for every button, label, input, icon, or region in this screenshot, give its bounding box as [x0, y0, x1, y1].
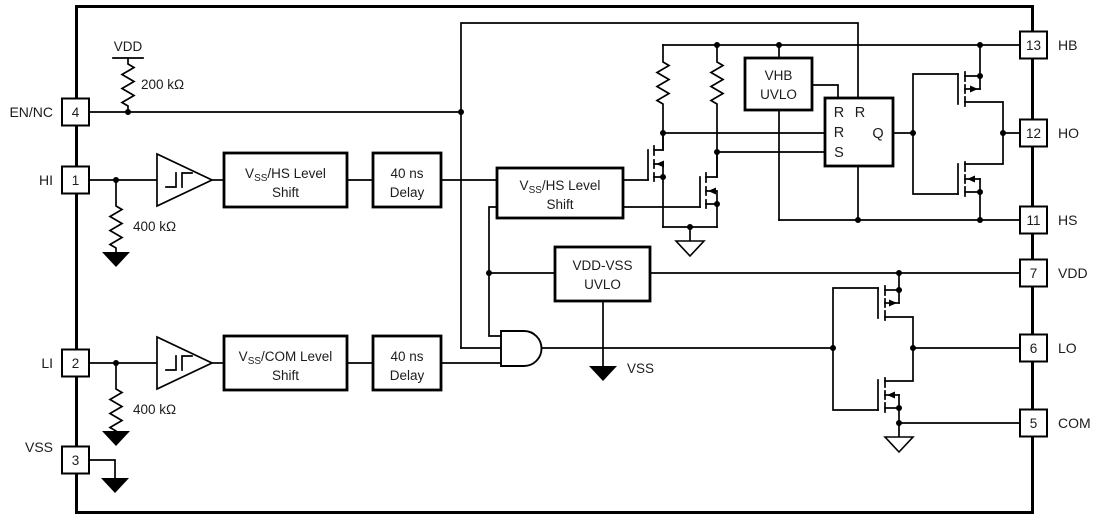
latch-r-input-label: R [834, 125, 844, 141]
pin-label: HS [1058, 212, 1077, 228]
pin-11-hs: 11 HS [1019, 205, 1077, 235]
block-label-sub: SS [248, 356, 262, 367]
block-hs-level-shift-boot: VSS/HS Level Shift [495, 166, 625, 220]
pin-5-com: 5 COM [1019, 408, 1091, 438]
block-label: Delay [390, 368, 425, 383]
pin-2-li: 2 LI [41, 348, 90, 378]
nmos-body-arrow-icon [656, 160, 664, 168]
com-return-symbol [883, 436, 915, 454]
block-label: /HS Level [267, 166, 326, 181]
block-label: Shift [546, 197, 573, 212]
svg-text:VSS/COM Level: VSS/COM Level [239, 349, 333, 367]
hi-pulldown-resistor-value: 400 kΩ [133, 219, 176, 234]
junction-dots [113, 42, 1006, 426]
lo-pmos [877, 272, 914, 349]
lo-driver-stage [877, 272, 915, 454]
vss-arrow-li-icon [102, 431, 130, 446]
li-pulldown-resistor-value: 400 kΩ [133, 402, 176, 417]
pin-label: VDD [1058, 265, 1088, 281]
block-hs-level-shift-input: VSS/HS Level Shift [222, 151, 349, 209]
svg-text:VSS/HS Level: VSS/HS Level [520, 178, 601, 196]
block-delay-li: 40 ns Delay [371, 334, 443, 392]
block-label: Shift [272, 368, 299, 383]
pin-number: 11 [1026, 213, 1040, 228]
block-label-sub: SS [254, 173, 268, 184]
ho-pmos [957, 44, 1004, 134]
pin-number: 5 [1030, 416, 1038, 431]
vdd-supply-label: VDD [114, 39, 143, 54]
pmos-body-arrow-icon [889, 299, 897, 307]
pin-13-hb: 13 HB [1019, 30, 1077, 60]
block-com-level-shift: VSS/COM Level Shift [222, 334, 349, 392]
nmos-body-arrow-icon [967, 175, 975, 183]
block-label: UVLO [760, 87, 797, 102]
vss-arrow-pin3-icon [101, 478, 129, 493]
hs-shift-nmos-pair [622, 132, 718, 258]
pin-6-lo: 6 LO [1019, 333, 1077, 363]
block-label: Delay [390, 185, 425, 200]
pin-number: 12 [1026, 126, 1041, 141]
pin-label: COM [1058, 415, 1091, 431]
pin-label: EN/NC [9, 104, 53, 120]
schmitt-trigger-hi [156, 152, 214, 208]
svg-text:VSS/HS Level: VSS/HS Level [245, 166, 326, 184]
hysteresis-icon [165, 355, 193, 371]
nmos-body-arrow-icon [708, 187, 716, 195]
pin-number: 13 [1026, 38, 1041, 53]
nmos-set-transistor [622, 132, 664, 228]
ho-nmos [957, 132, 1004, 221]
hysteresis-icon [165, 172, 193, 188]
pin-number: 2 [72, 356, 80, 371]
block-label: UVLO [584, 277, 621, 292]
pin-3-vss: 3 VSS [25, 439, 90, 475]
pin-label: VSS [25, 439, 53, 455]
pin-label: HB [1058, 37, 1077, 53]
pin-number: 7 [1030, 266, 1038, 281]
latch-r-input-label: R [855, 105, 865, 121]
latch-s-input-label: S [834, 145, 844, 161]
vss-arrow-uvlo-icon [589, 366, 617, 381]
block-label: 40 ns [390, 349, 423, 364]
block-label: Shift [272, 185, 299, 200]
pmos-body-arrow-icon [970, 85, 978, 93]
block-label: /COM Level [261, 349, 332, 364]
nmos-body-arrow-icon [887, 391, 895, 399]
pin-12-ho: 12 HO [1019, 118, 1079, 148]
latch-q-output-label: Q [872, 126, 883, 142]
block-label: V [520, 178, 529, 193]
pin-number: 3 [72, 453, 80, 468]
latch-r-input-label: R [834, 105, 844, 121]
ho-driver-stage [957, 44, 1004, 221]
pin-label: HI [39, 172, 53, 188]
pin-4-en-nc: 4 EN/NC [9, 97, 90, 127]
block-label: VDD-VSS [572, 258, 632, 273]
nmos-reset-transistor [622, 151, 718, 228]
hs-return-symbol [674, 240, 706, 258]
block-label: VHB [765, 68, 793, 83]
pin-number: 1 [72, 173, 80, 188]
pin-1-hi: 1 HI [39, 165, 90, 195]
pin-number: 6 [1030, 341, 1038, 356]
block-vdd-vss-uvlo: VDD-VSS UVLO [553, 245, 652, 303]
rs-latch: R R R Q S [823, 96, 895, 168]
block-label: /HS Level [542, 178, 601, 193]
and-gate [500, 330, 543, 367]
block-delay-hi: 40 ns Delay [371, 151, 443, 209]
schmitt-trigger-li [156, 335, 214, 391]
pin-label: LO [1058, 340, 1077, 356]
block-label: V [239, 349, 248, 364]
block-vhb-uvlo: VHB UVLO [743, 56, 814, 112]
vss-arrow-hi-icon [102, 252, 130, 267]
pin-7-vdd: 7 VDD [1019, 258, 1088, 288]
block-label: V [245, 166, 254, 181]
pin-label: HO [1058, 125, 1079, 141]
pullup-resistor-value: 200 kΩ [141, 77, 184, 92]
pin-label: LI [41, 355, 53, 371]
pin-number: 4 [72, 105, 80, 120]
vss-node-label: VSS [627, 361, 654, 376]
block-label-sub: SS [529, 185, 543, 196]
block-label: 40 ns [390, 166, 423, 181]
